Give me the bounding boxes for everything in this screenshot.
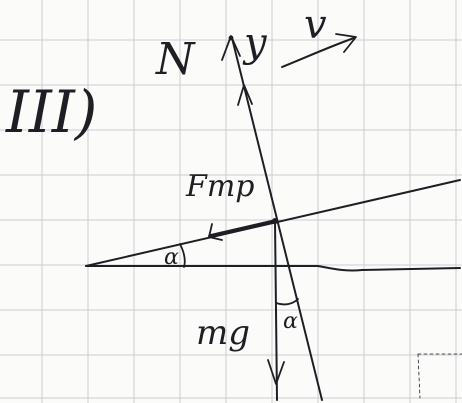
section-label: III) bbox=[5, 78, 97, 146]
gravity-arrowhead bbox=[267, 359, 285, 385]
axis-top-node bbox=[228, 35, 234, 41]
angle-arc-bottom bbox=[275, 298, 299, 306]
velocity-arrowhead bbox=[335, 33, 357, 53]
friction-vector bbox=[208, 219, 277, 238]
dashed-fragment bbox=[417, 353, 462, 399]
velocity-label: v bbox=[304, 2, 327, 48]
normal-mid-arrow bbox=[237, 84, 253, 106]
friction-pointer bbox=[208, 223, 223, 241]
gravity-vector bbox=[274, 220, 278, 401]
friction-label: Fmp bbox=[185, 169, 254, 204]
body-point bbox=[272, 218, 278, 224]
horizontal-line bbox=[85, 265, 461, 272]
normal-force-label: N bbox=[155, 34, 196, 85]
angle-bottom-label: α bbox=[283, 309, 298, 334]
angle-left-label: α bbox=[164, 245, 179, 270]
axis-y-label: y bbox=[242, 20, 268, 66]
angle-arc-left bbox=[179, 243, 186, 268]
gravity-label: mg bbox=[196, 313, 250, 353]
velocity-arrow bbox=[281, 37, 355, 68]
